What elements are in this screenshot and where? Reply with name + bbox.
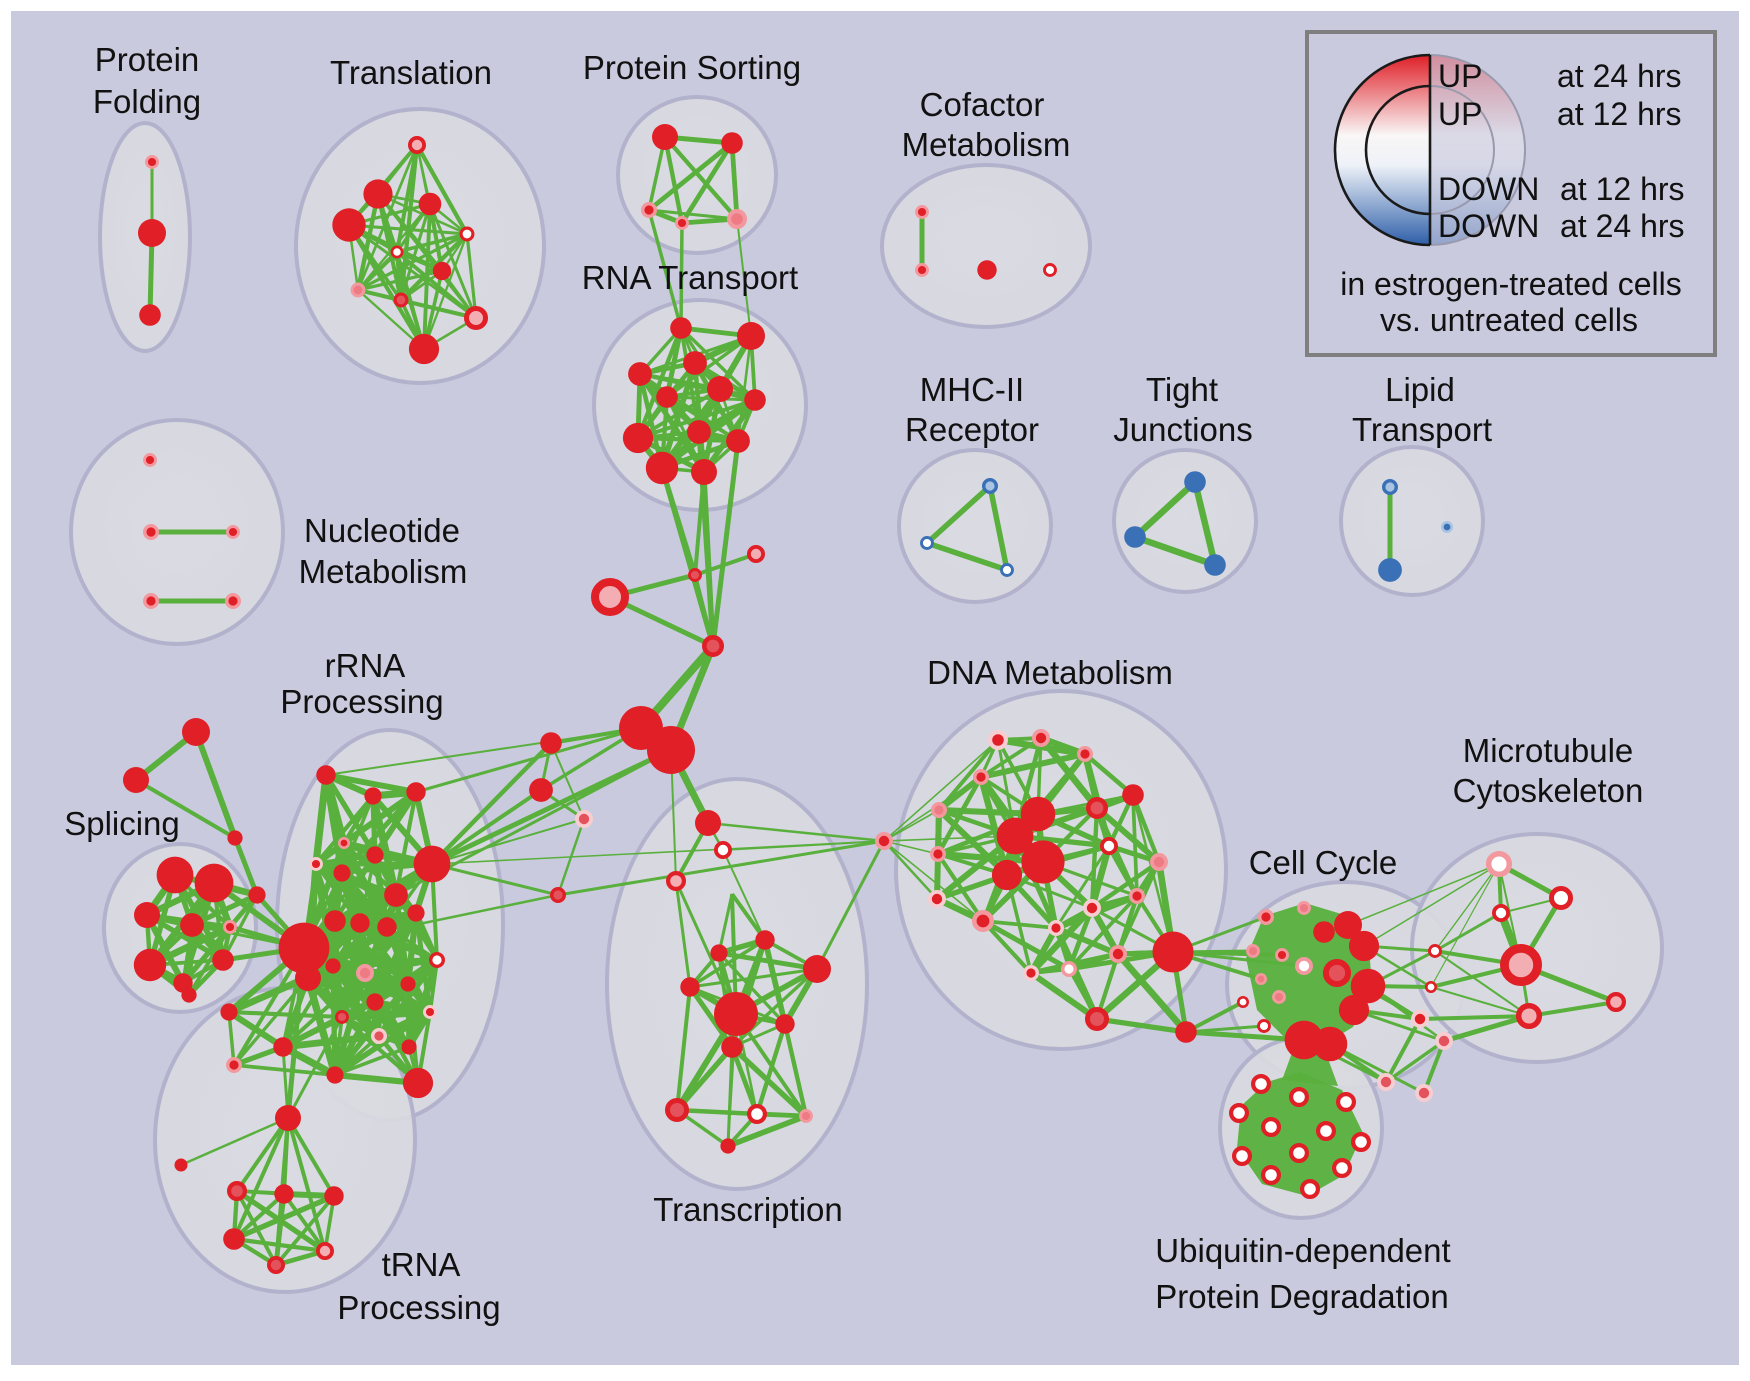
svg-text:Protein Sorting: Protein Sorting (583, 49, 801, 86)
svg-text:Microtubule: Microtubule (1463, 732, 1634, 769)
svg-text:Cytoskeleton: Cytoskeleton (1453, 772, 1644, 809)
svg-text:Transport: Transport (1352, 411, 1492, 448)
svg-text:Receptor: Receptor (905, 411, 1039, 448)
svg-text:at 12 hrs: at 12 hrs (1560, 171, 1685, 207)
svg-text:Protein: Protein (95, 41, 200, 78)
svg-text:rRNA: rRNA (325, 647, 406, 684)
svg-text:Tight: Tight (1146, 371, 1218, 408)
svg-text:Translation: Translation (330, 54, 492, 91)
svg-text:DNA Metabolism: DNA Metabolism (927, 654, 1173, 691)
svg-text:in estrogen-treated cells: in estrogen-treated cells (1340, 266, 1682, 302)
svg-text:Splicing: Splicing (64, 805, 180, 842)
svg-text:UP: UP (1438, 58, 1482, 94)
svg-text:Folding: Folding (93, 83, 201, 120)
svg-text:vs. untreated cells: vs. untreated cells (1380, 302, 1638, 338)
svg-text:Lipid: Lipid (1385, 371, 1455, 408)
svg-text:at 24 hrs: at 24 hrs (1560, 208, 1685, 244)
svg-text:UP: UP (1438, 96, 1482, 132)
svg-text:Metabolism: Metabolism (902, 126, 1071, 163)
svg-text:Cell Cycle: Cell Cycle (1249, 844, 1398, 881)
svg-text:Cofactor: Cofactor (920, 86, 1045, 123)
svg-text:tRNA: tRNA (382, 1246, 461, 1283)
svg-text:DOWN: DOWN (1438, 208, 1539, 244)
svg-text:Processing: Processing (280, 683, 443, 720)
svg-text:MHC-II: MHC-II (920, 371, 1024, 408)
svg-text:at 12 hrs: at 12 hrs (1557, 96, 1682, 132)
svg-text:Junctions: Junctions (1113, 411, 1252, 448)
svg-text:Metabolism: Metabolism (299, 553, 468, 590)
svg-text:DOWN: DOWN (1438, 171, 1539, 207)
svg-text:at 24 hrs: at 24 hrs (1557, 58, 1682, 94)
svg-text:RNA Transport: RNA Transport (582, 259, 798, 296)
svg-text:Nucleotide: Nucleotide (304, 512, 460, 549)
svg-text:Processing: Processing (337, 1289, 500, 1326)
svg-text:Protein Degradation: Protein Degradation (1155, 1278, 1449, 1315)
svg-text:Ubiquitin-dependent: Ubiquitin-dependent (1155, 1232, 1450, 1269)
svg-text:Transcription: Transcription (653, 1191, 843, 1228)
